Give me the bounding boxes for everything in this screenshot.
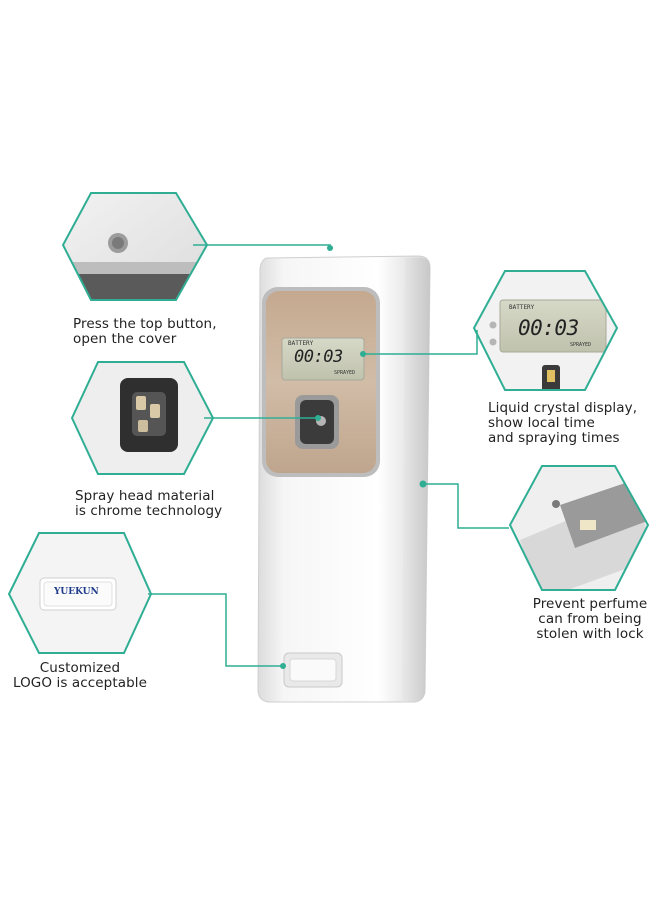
caption-line: LOGO is acceptable [12,675,148,691]
caption-line: open the cover [73,331,177,347]
lcd-time: 00:03 [294,347,343,367]
caption-lcd: Liquid crystal display, show local time … [488,401,637,446]
callout-lcd-time: 00:03 [518,316,579,340]
logo-callout-image [7,532,153,654]
dispenser-body [257,255,431,703]
caption-line: can from being [538,611,642,627]
caption-logo: Customized LOGO is acceptable [0,661,160,691]
top-button-callout-image [61,192,209,301]
caption-lock: Prevent perfume can from being stolen wi… [522,597,658,642]
caption-line: Customized [39,660,121,676]
callout-anchor-dots [280,245,427,669]
caption-line: show local time [488,415,595,431]
caption-line: and spraying times [488,430,620,446]
lcd-callout-image [472,270,619,391]
caption-top-button: Press the top button, open the cover [73,317,217,347]
caption-line: stolen with lock [536,626,644,642]
callout-lcd-sprayed-label: SPRAYED [570,342,592,348]
lcd-battery-label: BATTERY [288,340,314,347]
spray-head-callout-image [70,361,215,475]
caption-spray-head: Spray head material is chrome technology [75,489,222,519]
caption-line: is chrome technology [75,503,223,519]
caption-line: Prevent perfume [532,596,648,612]
caption-line: Press the top button, [73,316,217,332]
lcd-sprayed-label: SPRAYED [334,370,356,376]
caption-line: Spray head material [75,488,215,504]
lock-callout-image [508,465,650,591]
caption-line: Liquid crystal display, [488,400,638,416]
logo-plate-text: YUEKUN [54,587,99,597]
callout-lcd-battery-label: BATTERY [509,304,535,311]
